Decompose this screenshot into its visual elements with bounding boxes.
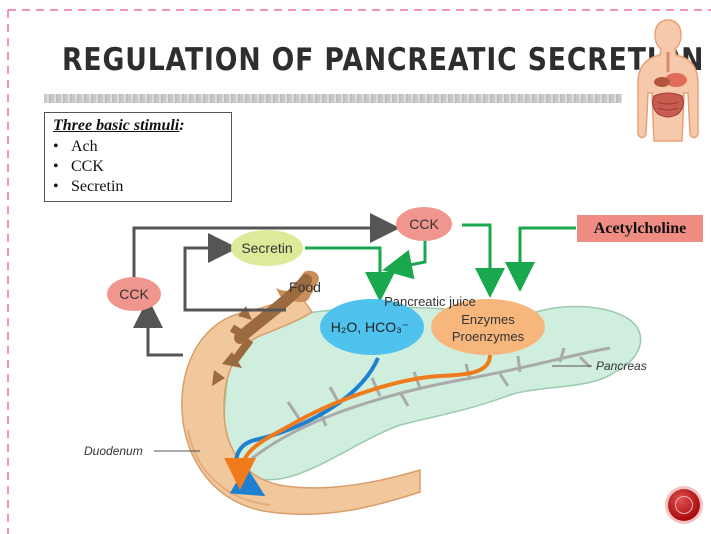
- acetylcholine-box: Acetylcholine: [577, 215, 703, 242]
- secretin-label: Secretin: [241, 240, 292, 256]
- proenzymes-label: Proenzymes: [452, 329, 525, 344]
- aqueous-component-label: H₂O, HCO₃⁻: [331, 319, 409, 335]
- pancreas-label: Pancreas: [596, 359, 647, 373]
- cck-top-label: CCK: [409, 216, 439, 232]
- slide-nav-button[interactable]: [668, 489, 700, 521]
- food-label: Food: [289, 279, 321, 295]
- duodenum-label: Duodenum: [84, 444, 143, 458]
- pancreatic-juice-label: Pancreatic juice: [384, 294, 476, 309]
- enzymes-label: Enzymes: [461, 312, 515, 327]
- cck-left-label: CCK: [119, 286, 149, 302]
